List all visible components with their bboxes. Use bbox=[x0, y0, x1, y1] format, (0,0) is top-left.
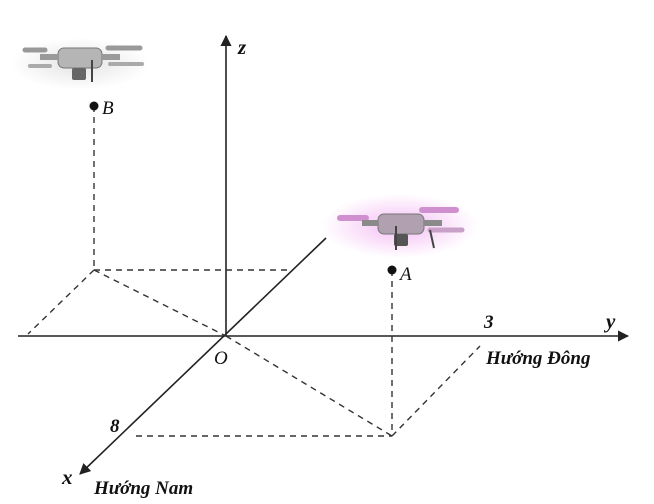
x-tick-label: 8 bbox=[110, 416, 120, 437]
x-axis-label: x bbox=[61, 465, 73, 489]
x-axis bbox=[79, 237, 327, 475]
point-A bbox=[387, 265, 397, 275]
drone-icon bbox=[322, 194, 478, 258]
east-direction-label: Hướng Đông bbox=[485, 348, 590, 369]
point-A-label: A bbox=[398, 264, 412, 285]
point-B bbox=[89, 101, 99, 111]
y-axis-label: y bbox=[603, 309, 616, 333]
south-direction-label: Hướng Nam bbox=[93, 478, 193, 499]
projection-lines-B bbox=[27, 106, 290, 337]
drone-icon bbox=[10, 38, 150, 90]
point-B-label: B bbox=[102, 98, 114, 119]
y-tick-label: 3 bbox=[483, 312, 494, 333]
z-axis-label: z bbox=[237, 35, 247, 59]
projection-lines-A bbox=[136, 270, 481, 437]
origin-label: O bbox=[214, 348, 228, 369]
